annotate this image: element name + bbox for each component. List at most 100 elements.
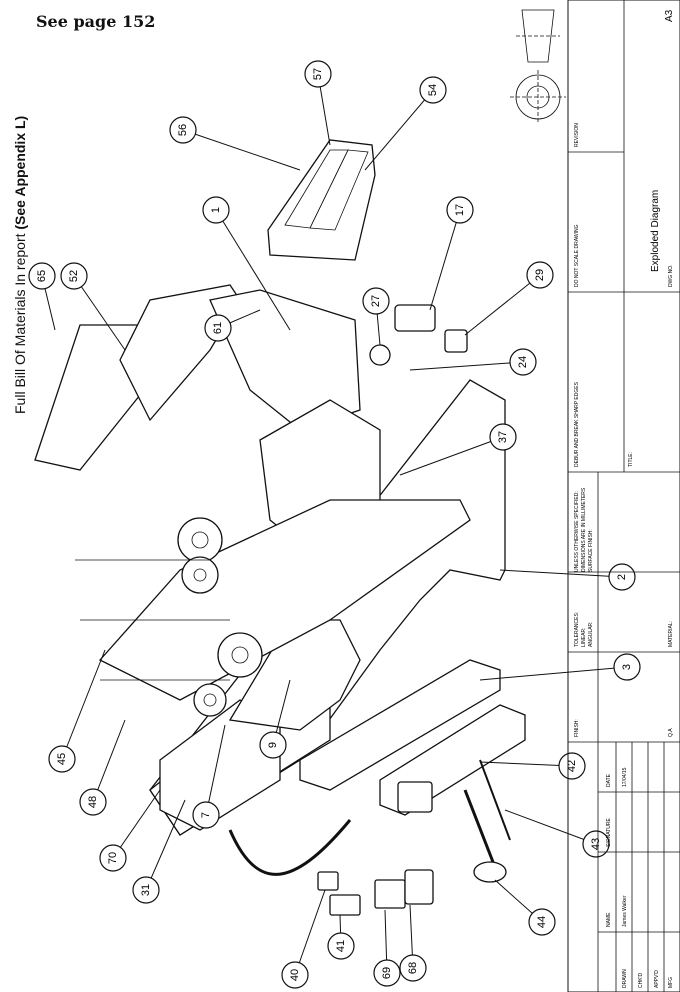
tb-name: NAME	[606, 912, 612, 927]
callout-65: 65	[28, 262, 56, 290]
part-cable	[228, 819, 352, 876]
callout-label: 2	[616, 574, 628, 580]
part-connector	[369, 344, 391, 366]
machine-parts	[34, 139, 526, 916]
part-pulley-low	[217, 632, 263, 678]
tb-dims: DIMENSIONS ARE IN MILLIMETERS	[581, 487, 587, 572]
callout-57: 57	[304, 60, 332, 88]
callout-label: 70	[107, 852, 119, 864]
tb-appvd: APPV'D	[654, 970, 660, 988]
callout-7: 7	[192, 801, 220, 829]
callout-31: 31	[132, 876, 160, 904]
callout-24: 24	[509, 348, 537, 376]
callout-label: 3	[621, 664, 633, 670]
callout-45: 45	[48, 745, 76, 773]
callout-43: 43	[582, 830, 610, 858]
callout-label: 45	[56, 753, 68, 765]
callout-label: 69	[381, 967, 393, 979]
tb-surface: SURFACE FINISH:	[588, 529, 594, 572]
callout-3: 3	[613, 653, 641, 681]
callout-label: 52	[68, 270, 80, 282]
callout-70: 70	[99, 844, 127, 872]
tb-drawn: DRAWN	[622, 969, 628, 988]
callouts: 1237917242729313740414243444548525456576…	[28, 60, 641, 989]
callout-42: 42	[558, 752, 586, 780]
callout-label: 57	[312, 68, 324, 80]
callout-label: 43	[590, 838, 602, 850]
callout-68: 68	[399, 954, 427, 982]
tb-linear: LINEAR:	[581, 628, 587, 647]
callout-label: 44	[536, 916, 548, 928]
part-clamp	[317, 871, 339, 891]
callout-label: 42	[566, 760, 578, 772]
callout-label: 40	[289, 969, 301, 981]
title-block: UNLESS OTHERWISE SPECIFIED: DIMENSIONS A…	[567, 0, 680, 992]
callout-1: 1	[202, 196, 230, 224]
callout-label: 31	[140, 884, 152, 896]
callout-label: 68	[407, 962, 419, 974]
callout-label: 48	[87, 796, 99, 808]
callout-label: 1	[210, 207, 222, 213]
callout-label: 54	[427, 84, 439, 96]
tb-signature: SIGNATURE	[606, 818, 612, 847]
tb-drawn-date: 17/04/15	[622, 767, 628, 787]
part-tray	[267, 139, 376, 261]
part-knob	[473, 861, 507, 883]
part-pulley-mid	[181, 556, 219, 594]
callout-48: 48	[79, 788, 107, 816]
part-side-plate	[299, 659, 501, 791]
tb-material: MATERIAL:	[668, 621, 674, 647]
part-block-holder	[397, 781, 433, 813]
callout-9: 9	[259, 731, 287, 759]
part-fitting	[444, 329, 468, 353]
callout-37: 37	[489, 423, 517, 451]
tb-tolerances: TOLERANCES:	[574, 612, 580, 647]
tb-revision: REVISION	[574, 123, 580, 147]
tb-title-label: TITLE:	[628, 452, 634, 467]
tb-chkd: CHK'D	[638, 972, 644, 988]
tb-mfg: MFG	[668, 977, 674, 988]
callout-label: 17	[454, 204, 466, 216]
callout-2: 2	[608, 563, 636, 591]
callout-label: 41	[335, 940, 347, 952]
callout-label: 9	[267, 742, 279, 748]
tb-drawn-name: James Walker	[622, 895, 628, 927]
callout-40: 40	[281, 961, 309, 989]
tb-finish: FINISH:	[574, 719, 580, 737]
part-main-block	[209, 289, 361, 431]
tb-title: Exploded Diagram	[650, 190, 661, 272]
projection-symbol-icon	[510, 9, 566, 124]
callout-27: 27	[362, 287, 390, 315]
callout-61: 61	[204, 314, 232, 342]
callout-label: 65	[36, 270, 48, 282]
tb-qa: Q.A	[668, 728, 674, 737]
tb-do-not-scale: DO NOT SCALE DRAWING	[574, 224, 580, 287]
tb-debur: DEBUR AND BREAK SHARP EDGES	[574, 381, 580, 467]
part-terminal	[374, 879, 406, 909]
part-plug	[404, 869, 434, 905]
callout-label: 56	[177, 124, 189, 136]
callout-label: 29	[534, 269, 546, 281]
callout-52: 52	[60, 262, 88, 290]
part-screw-set	[329, 894, 361, 916]
tb-unless: UNLESS OTHERWISE SPECIFIED:	[574, 491, 580, 572]
callout-17: 17	[446, 196, 474, 224]
tb-sheet-size: A3	[664, 9, 675, 22]
callout-69: 69	[373, 959, 401, 987]
part-pulley-top	[177, 517, 223, 563]
part-guard	[159, 699, 281, 831]
callout-label: 7	[200, 812, 212, 818]
callout-41: 41	[327, 932, 355, 960]
part-pulley-bottom	[193, 683, 227, 717]
callout-label: 24	[517, 356, 529, 368]
tb-dwg-no: DWG NO.	[668, 265, 674, 288]
callout-56: 56	[169, 116, 197, 144]
callout-54: 54	[419, 76, 447, 104]
callout-label: 27	[370, 295, 382, 307]
callout-label: 61	[212, 322, 224, 334]
callout-44: 44	[528, 908, 556, 936]
callout-29: 29	[526, 261, 554, 289]
callout-label: 37	[497, 431, 509, 443]
page-note: See page 152	[36, 12, 156, 31]
